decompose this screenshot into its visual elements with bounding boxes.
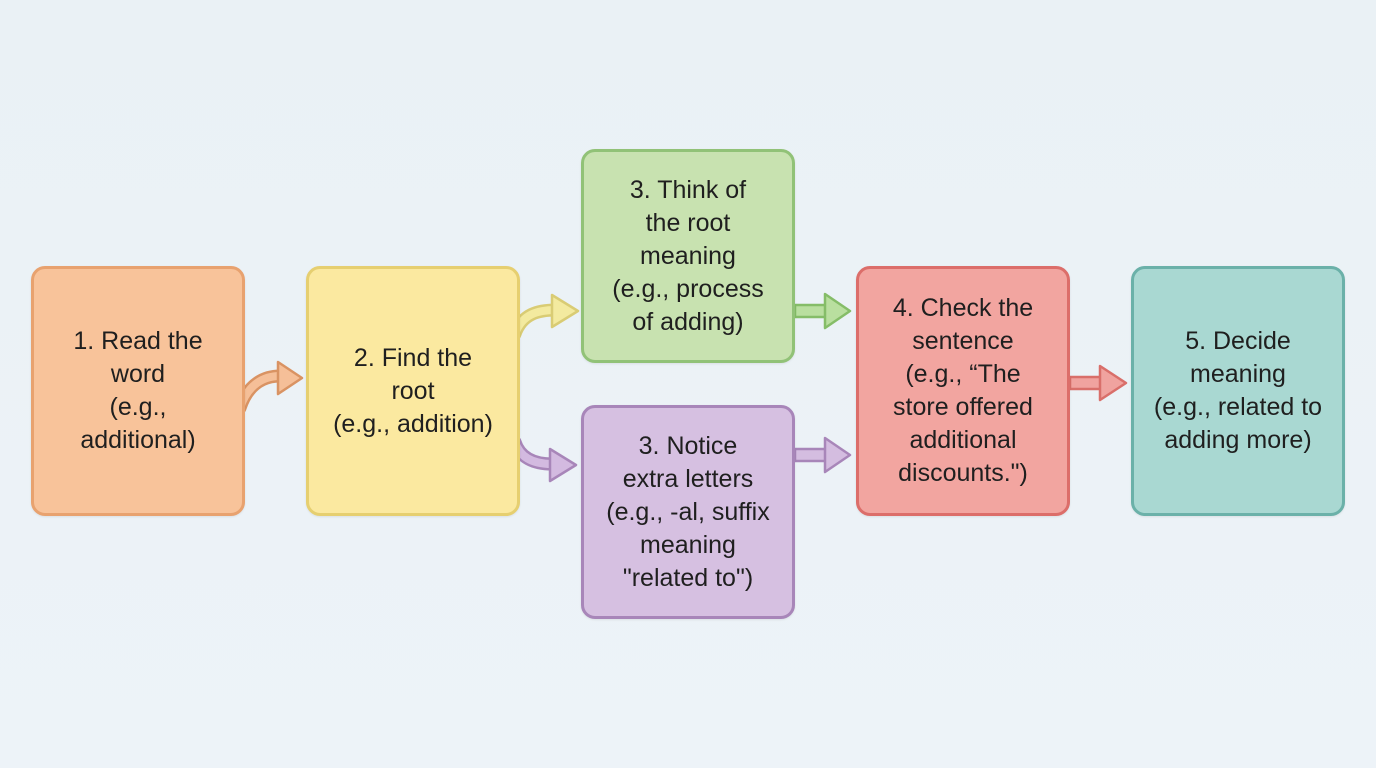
step-notice-extra-letters: 3. Notice extra letters (e.g., -al, suff…: [581, 405, 795, 619]
step-check-sentence: 4. Check the sentence (e.g., “The store …: [856, 266, 1070, 516]
arrow-step2-to-notice: [508, 435, 578, 483]
step-check-sentence-text: 4. Check the sentence (e.g., “The store …: [892, 294, 1034, 487]
step-notice-extra-letters-text: 3. Notice extra letters (e.g., -al, suff…: [606, 431, 770, 592]
step-read-word-text: 1. Read the word (e.g., additional): [73, 327, 203, 454]
arrow-notice-to-step4: [793, 436, 852, 474]
step-find-root-text: 2. Find the root (e.g., addition): [333, 343, 493, 438]
step-read-word: 1. Read the word (e.g., additional): [31, 266, 245, 516]
step-decide-meaning-text: 5. Decide meaning (e.g., related to addi…: [1153, 327, 1323, 454]
arrow-think-to-step4: [793, 292, 852, 330]
step-find-root: 2. Find the root (e.g., addition): [306, 266, 520, 516]
arrow-step4-to-step5: [1068, 364, 1128, 402]
step-think-root-meaning-text: 3. Think of the root meaning (e.g., proc…: [612, 175, 764, 336]
step-decide-meaning: 5. Decide meaning (e.g., related to addi…: [1131, 266, 1345, 516]
step-think-root-meaning: 3. Think of the root meaning (e.g., proc…: [581, 149, 795, 363]
arrow-step1-to-step2: [233, 360, 304, 415]
arrow-step2-to-think: [508, 293, 580, 341]
